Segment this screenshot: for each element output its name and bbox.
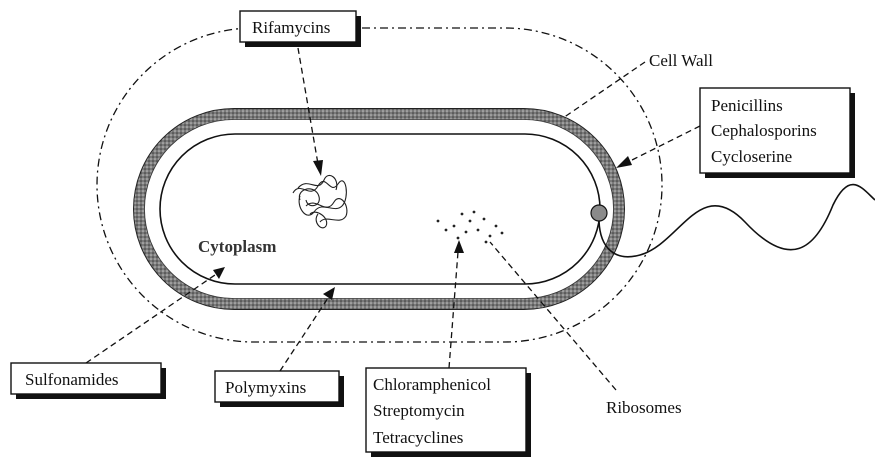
rifamycins-pointer [298, 48, 318, 164]
wall-drug-label-2: Cephalosporins [711, 121, 817, 140]
sulfonamides-arrowhead [213, 267, 225, 279]
polymyxins-label: Polymyxins [225, 378, 306, 397]
ribosome-drug-label-1: Chloramphenicol [373, 375, 491, 394]
cell-wall [139, 114, 619, 304]
wall-drug-label-3: Cycloserine [711, 147, 792, 166]
rifamycins-arrowhead [313, 160, 323, 176]
cytoplasmic-membrane [160, 134, 600, 284]
ribosome-drug-label-2: Streptomycin [373, 401, 465, 420]
cell-wall-pointer [563, 62, 645, 118]
cytoplasm-label: Cytoplasm [198, 237, 276, 256]
wall-drug-label-1: Penicillins [711, 96, 783, 115]
polymyxins-arrowhead [323, 287, 335, 300]
ribosomes-label: Ribosomes [606, 398, 682, 417]
nucleoid-dna [293, 175, 347, 227]
rifamycins-label: Rifamycins [252, 18, 330, 37]
polymyxins-box: Polymyxins [215, 371, 344, 407]
wall-drugs-arrowhead [616, 156, 632, 168]
flagellum [599, 185, 875, 257]
sulfonamides-box: Sulfonamides [11, 363, 166, 399]
wall-drugs-box: Penicillins Cephalosporins Cycloserine [700, 88, 855, 178]
ribosome-drug-label-3: Tetracyclines [373, 428, 463, 447]
ribosome-drugs-arrowhead [454, 240, 464, 253]
sulfonamides-label: Sulfonamides [25, 370, 119, 389]
sulfonamides-pointer [86, 275, 215, 363]
cell-wall-label: Cell Wall [649, 51, 713, 70]
ribosome-particles [437, 211, 504, 244]
ribosome-drugs-box: Chloramphenicol Streptomycin Tetracyclin… [366, 368, 531, 457]
flagellum-basal-body [591, 205, 607, 221]
wall-drugs-pointer [628, 126, 700, 162]
rifamycins-box: Rifamycins [240, 11, 361, 47]
